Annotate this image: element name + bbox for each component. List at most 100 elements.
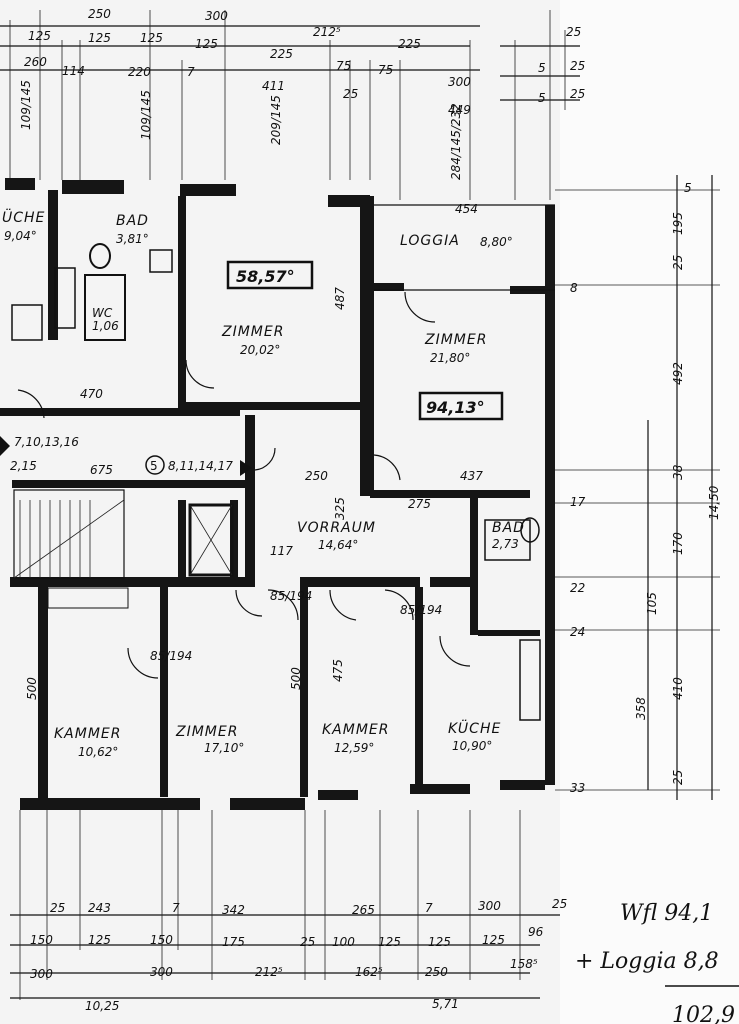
dim-125-a: 125 [28, 29, 51, 43]
dim-b2-125d: 125 [482, 933, 505, 947]
dim-b3-1585: 158⁵ [510, 957, 538, 971]
dim-475: 475 [331, 659, 345, 682]
dim-r-358: 358 [634, 697, 648, 720]
dim-b-342: 342 [222, 903, 245, 917]
dim-225-a: 225 [270, 47, 293, 61]
dim-top-25: 25 [566, 25, 581, 39]
room-area-kueche-tl: 9,04° [4, 229, 37, 243]
dim-r-22: 22 [570, 581, 585, 595]
dim-r-total: 14,50 [707, 485, 721, 520]
area-box-right-text: 94,13° [426, 398, 485, 417]
dim-300-b: 300 [448, 75, 471, 89]
dim-250: 250 [305, 469, 328, 483]
room-label-zimmer-1: ZIMMER [221, 324, 284, 340]
dim-b-7a: 7 [172, 901, 180, 915]
dim-b-300: 300 [478, 899, 501, 913]
dim-437: 437 [460, 469, 483, 483]
stair-number-circle [145, 455, 165, 475]
misc-dimension-labels: 454 437 675 250 325 470 117 500 500 475 … [25, 202, 483, 700]
dim-cluster-3: 25 [570, 87, 585, 101]
note-wfl: Wfl 94,1 [620, 901, 713, 926]
dim-220: 220 [128, 65, 151, 79]
room-label-zimmer-2: ZIMMER [424, 332, 487, 348]
room-label-bad-top: BAD [116, 213, 149, 229]
walls [0, 178, 555, 810]
dim-500b: 500 [289, 667, 303, 690]
dim-b-7b: 7 [425, 901, 433, 915]
bottom-dimension-lines [10, 810, 560, 1000]
dim-b4-1025: 10,25 [85, 999, 119, 1013]
dim-675: 675 [90, 463, 113, 477]
room-area-zimmer-2: 21,80° [430, 351, 470, 365]
dim-r-8: 8 [570, 281, 578, 295]
note-total: 102,9 [672, 1003, 735, 1024]
dim-260: 260 [24, 55, 47, 69]
dim-r-195: 195 [671, 212, 685, 235]
room-area-bad-top: 3,81° [116, 232, 149, 246]
dim-117: 117 [270, 544, 293, 558]
dim-b2-175: 175 [222, 935, 245, 949]
stair-number: 5 [150, 459, 158, 473]
dim-r-170: 170 [671, 532, 685, 555]
room-label-loggia: LOGGIA [400, 233, 460, 249]
dim-b4-571: 5,71 [432, 997, 459, 1011]
room-label-kueche-2: KÜCHE [448, 719, 501, 737]
room-area-kueche-2: 10,90° [452, 739, 492, 753]
dim-vert-4: 487 [333, 287, 347, 310]
dim-454: 454 [455, 202, 478, 216]
room-area-vorraum: 14,64° [318, 538, 358, 552]
stair-units-left: 7,10,13,16 [14, 435, 79, 449]
dim-vert-5: 284/145/232 [449, 103, 463, 180]
stair-arrow-icon [240, 460, 252, 476]
room-label-kueche-tl: ÜCHE [2, 208, 45, 226]
room-area-loggia: 8,80° [480, 235, 513, 249]
dim-r-492: 492 [671, 362, 685, 385]
dim-r-5: 5 [684, 181, 692, 195]
area-box-left [226, 260, 314, 290]
room-area-zimmer-1: 20,02° [240, 343, 280, 357]
room-label-vorraum: VORRAUM [297, 520, 376, 536]
dim-b2-96: 96 [528, 925, 544, 939]
dim-r-105: 105 [645, 592, 659, 615]
dim-b2-150a: 150 [30, 933, 53, 947]
dim-cluster-1: 25 [570, 59, 585, 73]
room-label-kammer-2: KAMMER [322, 722, 390, 738]
dim-125-b: 125 [88, 31, 111, 45]
dim-125-c: 125 [140, 31, 163, 45]
room-area-kammer-2: 12,59° [334, 741, 374, 755]
dim-r-25: 25 [671, 255, 685, 270]
dim-25-a: 25 [343, 87, 358, 101]
dim-b-265: 265 [352, 903, 375, 917]
room-label-zimmer-3: ZIMMER [175, 724, 238, 740]
top-dimension-labels: 250 300 212⁵ 225 25 125 125 125 125 225 … [19, 7, 585, 310]
room-area-wc: 1,06 [92, 319, 119, 333]
dim-470: 470 [80, 387, 103, 401]
dim-vert-2: 109/145 [139, 90, 153, 140]
dim-b-25b: 25 [552, 897, 567, 911]
dim-275: 275 [408, 497, 431, 511]
bottom-dimension-labels: 25 243 7 342 265 7 300 25 150 125 150 17… [30, 897, 567, 1013]
dim-b2-125b: 125 [378, 935, 401, 949]
dim-r-17: 17 [570, 495, 586, 509]
dim-top-2125: 212⁵ [313, 25, 341, 39]
dim-7: 7 [187, 65, 195, 79]
right-dimension-lines [555, 175, 720, 800]
dim-b3-300b: 300 [150, 965, 173, 979]
dim-vert-3: 209/145 [269, 95, 283, 145]
dim-75-b: 75 [378, 63, 393, 77]
room-area-zimmer-3: 17,10° [204, 741, 244, 755]
area-box-right [418, 391, 504, 421]
dim-cluster-4: 5 [538, 91, 546, 105]
dim-325: 325 [333, 497, 347, 520]
dim-114: 114 [62, 64, 85, 78]
paper-margin [560, 0, 739, 1024]
room-labels: ÜCHE 9,04° BAD 3,81° WC 1,06 ZIMMER 20,0… [2, 208, 525, 759]
dim-r-410: 410 [671, 677, 685, 700]
dim-top-225: 225 [398, 37, 421, 51]
dim-b-25a: 25 [50, 901, 65, 915]
room-label-bad-right: BAD [492, 520, 525, 536]
dim-b3-250: 250 [425, 965, 448, 979]
dim-b3-1625: 162⁵ [355, 965, 383, 979]
dim-b2-100: 100 [332, 935, 355, 949]
